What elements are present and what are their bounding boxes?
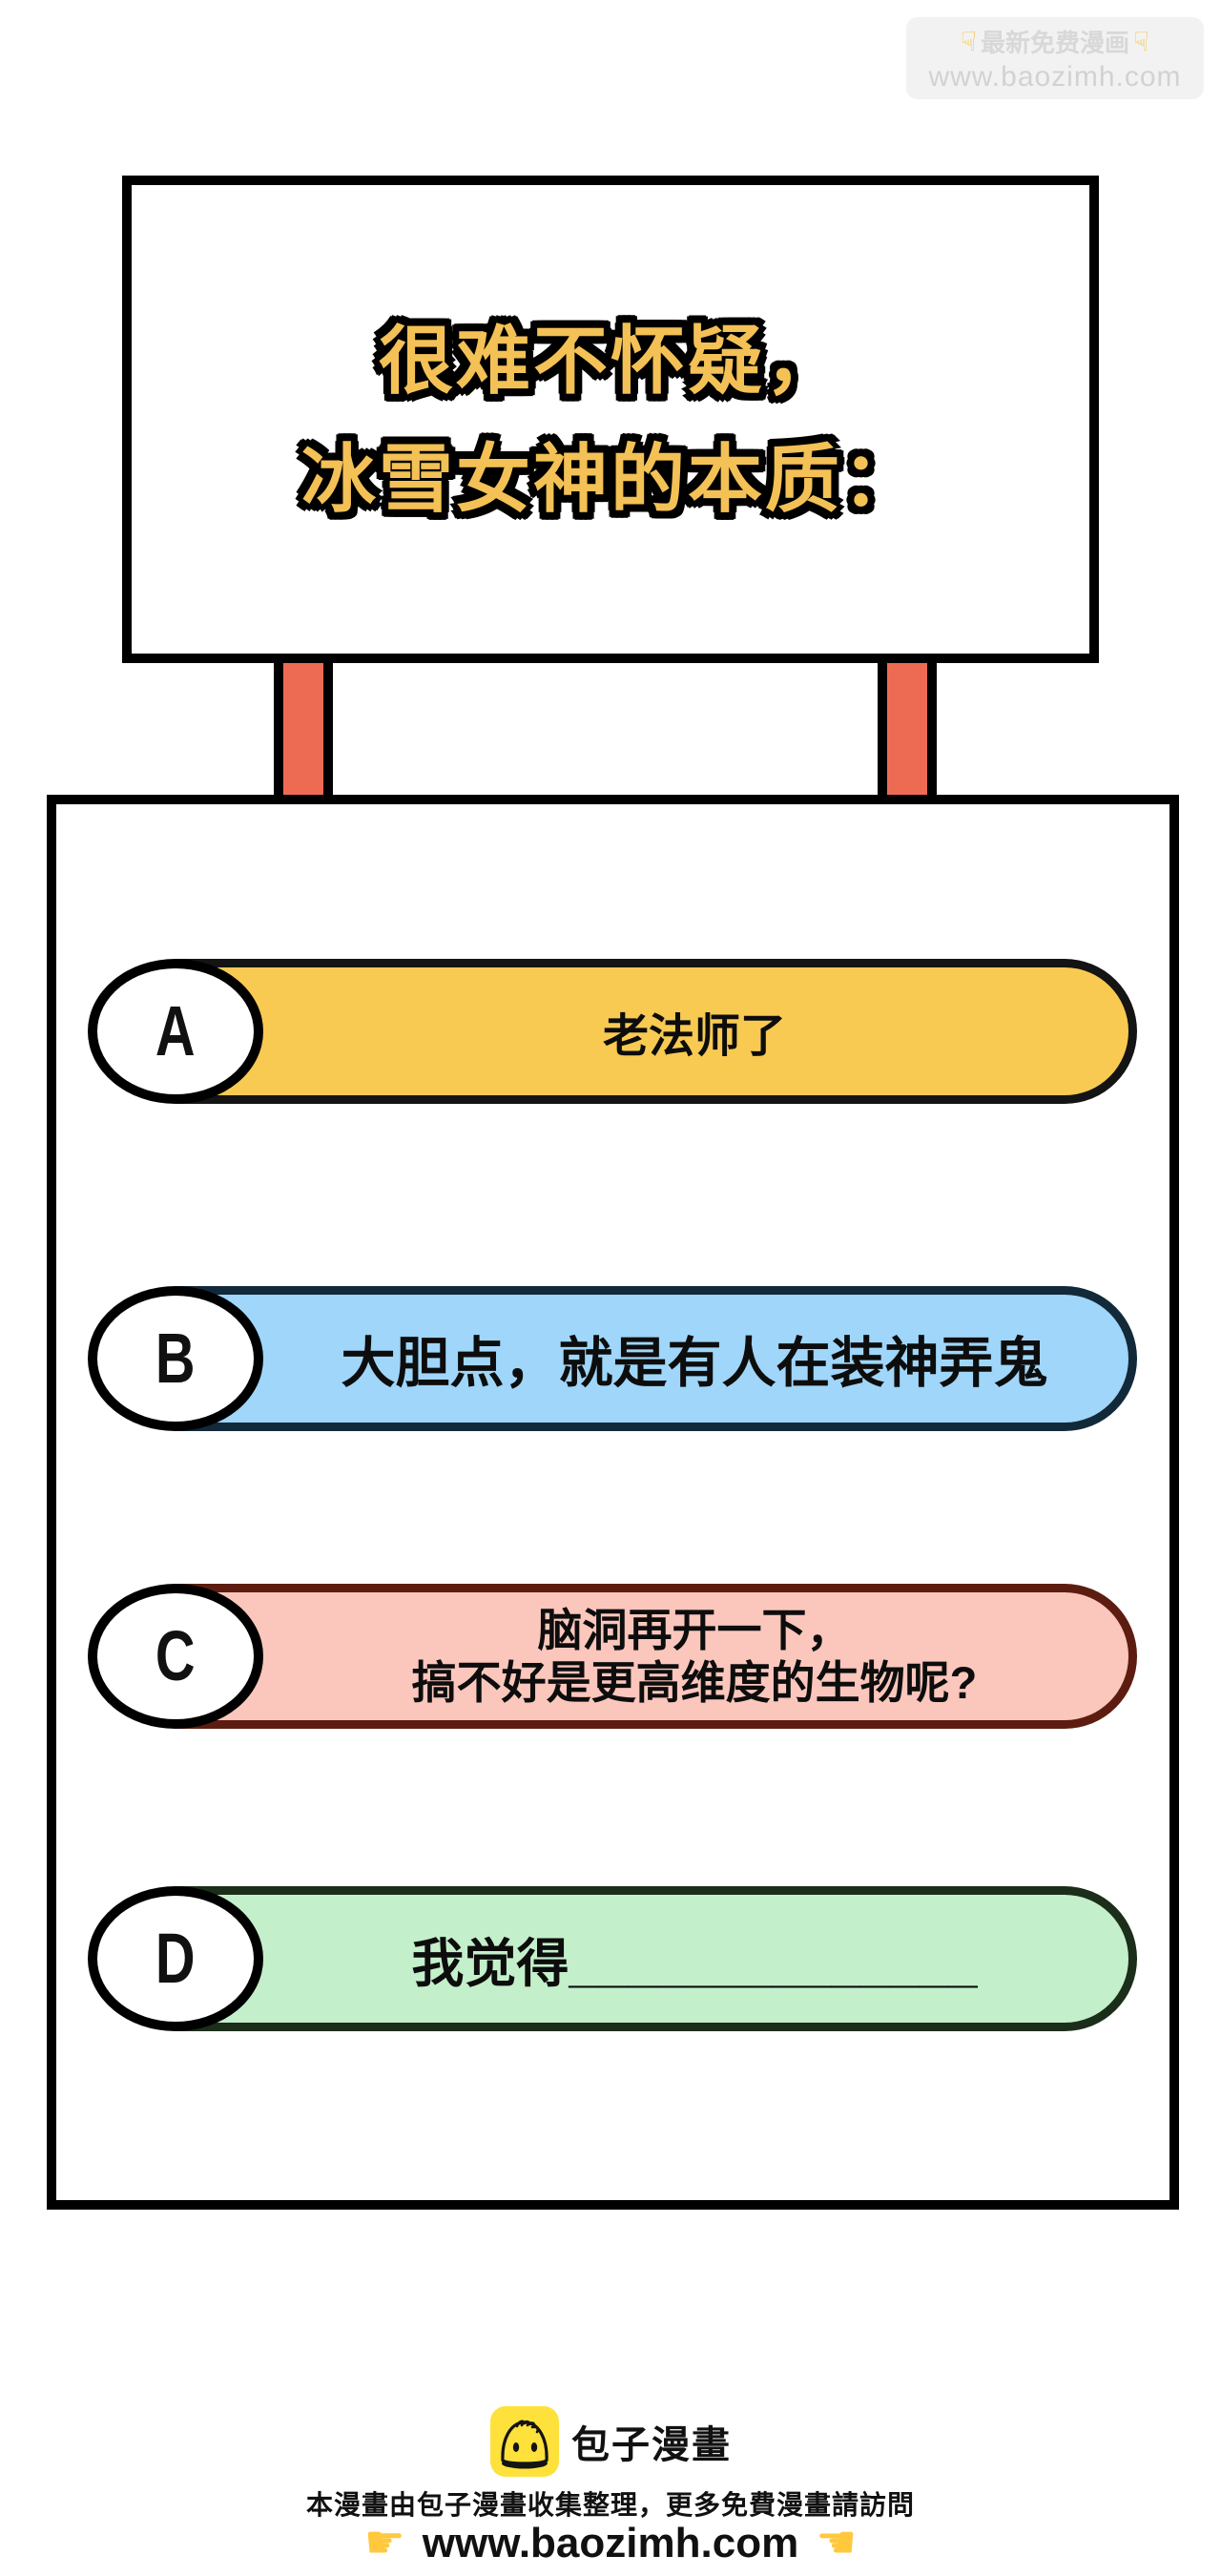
option-d-label: 我觉得______________ [277,1886,1112,2031]
hand-down-icon: ☟ [960,26,977,56]
sign-post-right [878,658,937,800]
footer-url: www.baozimh.com [422,2520,799,2566]
sign-post-left [274,658,333,800]
watermark-title-line: ☟ 最新免费漫画 ☟ [961,24,1149,59]
option-c-line-1: 脑洞再开一下， [537,1604,852,1655]
option-a-label: 老法师了 [277,959,1112,1104]
option-b-label: 大胆点，就是有人在装神弄鬼 [277,1286,1112,1431]
option-c-letter: C [155,1616,196,1695]
option-a-letter: A [155,991,196,1070]
option-c-pill[interactable] [174,1584,1137,1729]
brand-name: 包子漫畫 [571,2424,732,2466]
question-title-line-1: 很难不怀疑， [378,318,842,403]
option-b-line-1: 大胆点，就是有人在装神弄鬼 [341,1333,1048,1394]
option-d-badge: D [88,1886,263,2031]
option-c-line-2: 搞不好是更高维度的生物呢? [411,1657,978,1708]
option-a-line-1: 老法师了 [602,1011,786,1062]
baozi-logo-icon [490,2406,559,2477]
option-a-badge: A [88,959,263,1104]
hand-right-icon: ☛ [363,2518,405,2568]
footer-credit-text: 本漫畫由包子漫畫收集整理，更多免費漫畫請訪問 [305,2490,915,2520]
option-c-label: 脑洞再开一下， 搞不好是更高维度的生物呢? [277,1584,1112,1729]
option-b-badge: B [88,1286,263,1431]
site-watermark: ☟ 最新免费漫画 ☟ www.baozimh.com [906,17,1204,99]
option-b-pill[interactable] [174,1286,1137,1431]
watermark-title: 最新免费漫画 [980,28,1129,57]
option-d[interactable]: D 我觉得______________ [88,1886,1137,2031]
option-d-letter: D [155,1919,196,1998]
option-c-badge: C [88,1584,263,1729]
footer-brand-row: 包子漫畫 [0,2404,1221,2479]
option-b-letter: B [155,1319,196,1398]
question-sign-board: 很难不怀疑， 冰雪女神的本质： [122,176,1099,663]
watermark-url: www.baozimh.com [928,60,1182,93]
option-a-pill[interactable] [174,959,1137,1104]
hand-left-icon: ☚ [816,2518,858,2568]
option-c[interactable]: C 脑洞再开一下， 搞不好是更高维度的生物呢? [88,1584,1137,1729]
option-b[interactable]: B 大胆点，就是有人在装神弄鬼 [88,1286,1137,1431]
hand-down-icon: ☟ [1133,26,1150,56]
option-d-pill[interactable] [174,1886,1137,2031]
footer-url-row: ☛ www.baozimh.com ☚ [0,2517,1221,2570]
question-title-line-2: 冰雪女神的本质： [300,436,920,521]
option-a[interactable]: A 老法师了 [88,959,1137,1104]
option-d-line-1: 我觉得______________ [411,1934,978,1993]
